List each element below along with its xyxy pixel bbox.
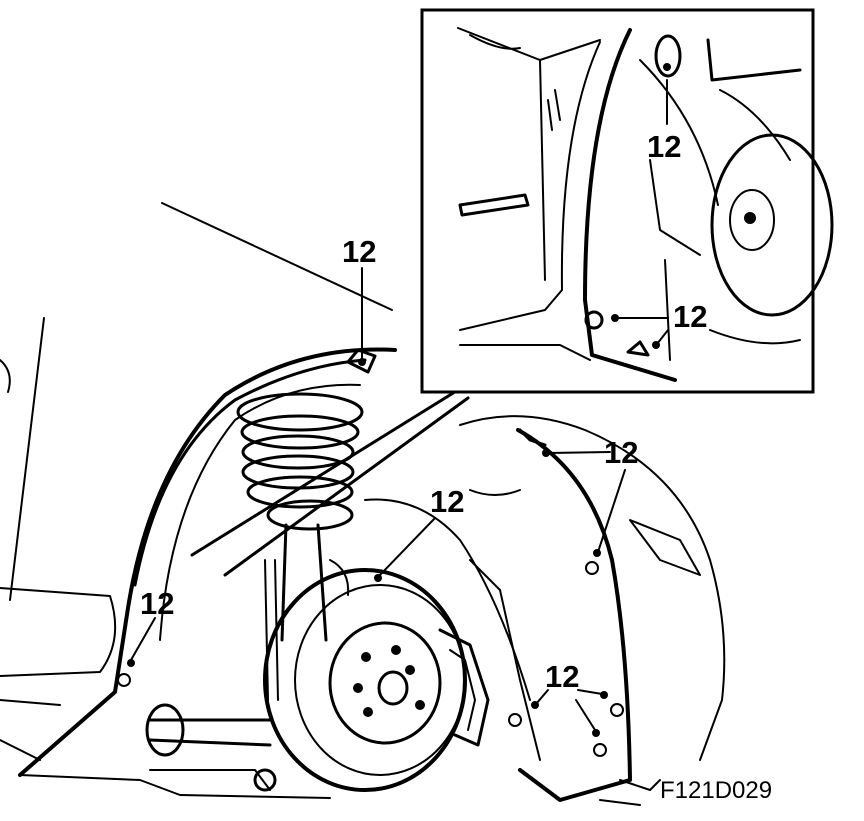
callout-inset-bottom: 12 xyxy=(673,299,707,334)
figure-code: F121D029 xyxy=(660,777,772,804)
callout-main-top: 12 xyxy=(342,234,376,269)
callout-main-right-upper: 12 xyxy=(604,435,638,470)
callout-inset-top: 12 xyxy=(647,129,681,164)
spring-strut xyxy=(236,392,364,701)
wheel-liner-right xyxy=(364,415,726,806)
callout-leaders xyxy=(130,79,669,731)
brake-disc xyxy=(263,568,490,792)
body-outline xyxy=(0,202,397,799)
drive-shaft xyxy=(145,703,277,792)
inset-detail xyxy=(420,8,834,394)
callout-main-left: 12 xyxy=(140,586,174,621)
inset-leader-lines xyxy=(190,388,470,577)
callout-main-center: 12 xyxy=(430,484,464,519)
callout-main-right-lower: 12 xyxy=(545,659,579,694)
